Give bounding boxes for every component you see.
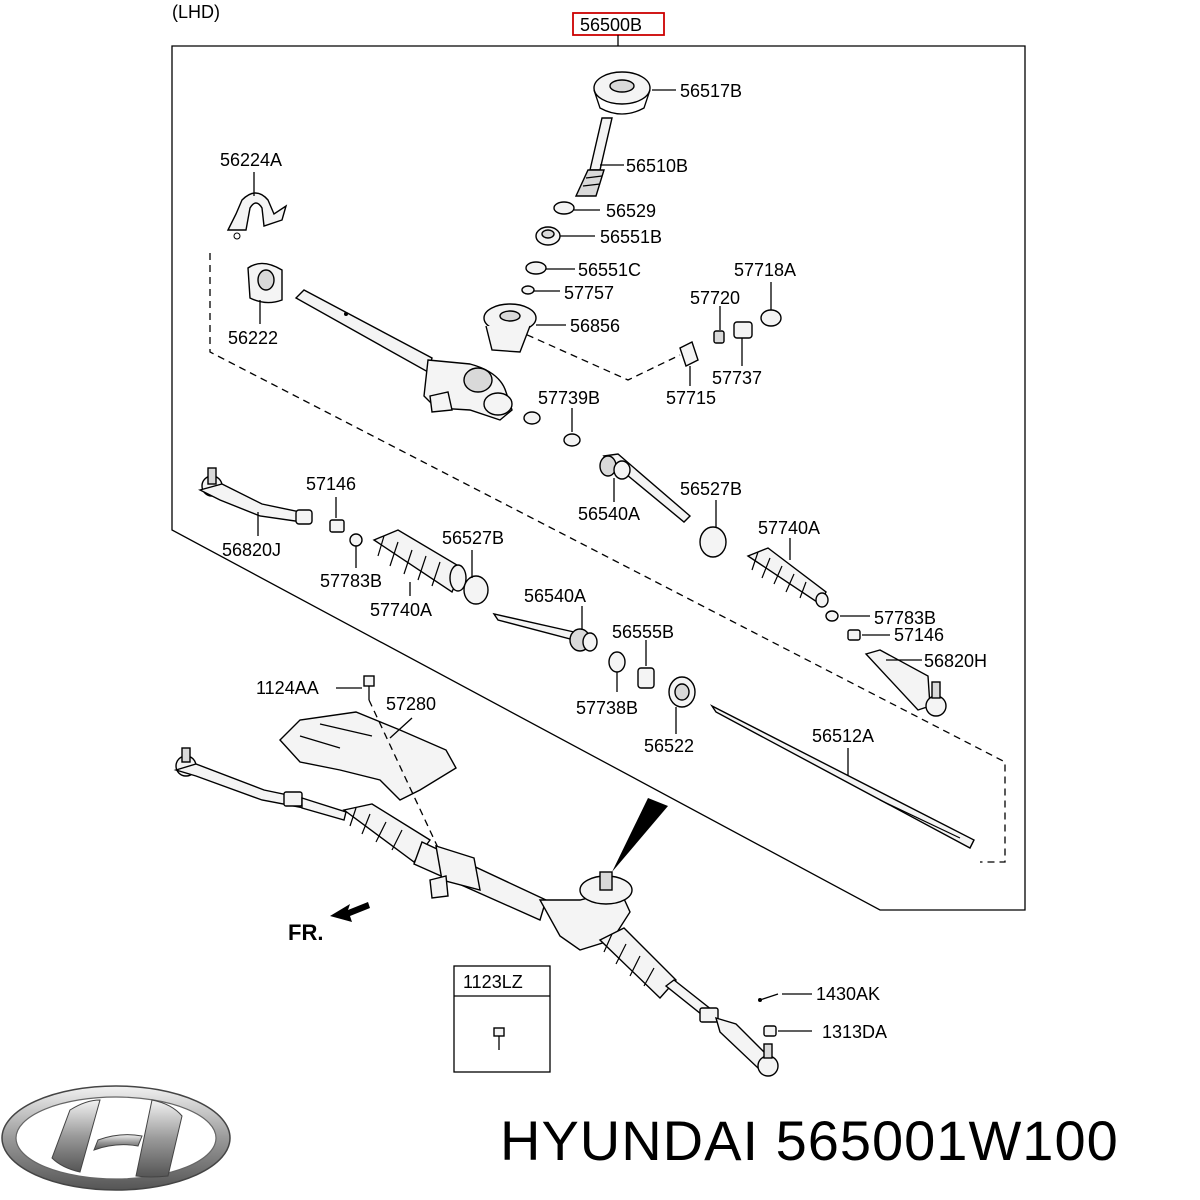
part-label-56529[interactable]: 56529 bbox=[606, 201, 656, 221]
inset-part-number[interactable]: 1123LZ bbox=[463, 972, 523, 992]
part-label-56527B-left[interactable]: 56527B bbox=[442, 528, 504, 548]
tie-rod-end-right bbox=[864, 649, 947, 717]
part-label-57740A-left[interactable]: 57740A bbox=[370, 600, 432, 620]
rack-bush bbox=[247, 262, 283, 304]
part-label-56555B[interactable]: 56555B bbox=[612, 622, 674, 642]
front-direction-arrow bbox=[330, 902, 370, 922]
part-label-57146-left[interactable]: 57146 bbox=[306, 474, 356, 494]
part-label-1430AK[interactable]: 1430AK bbox=[816, 984, 880, 1004]
subassembly-frame-dashed bbox=[209, 253, 1006, 863]
part-label-57718A[interactable]: 57718A bbox=[734, 260, 796, 280]
clamp-bracket bbox=[226, 192, 288, 240]
part-label-57739B[interactable]: 57739B bbox=[538, 388, 600, 408]
nut-right bbox=[847, 629, 861, 641]
part-label-57280[interactable]: 57280 bbox=[386, 694, 436, 714]
yoke-housing bbox=[483, 303, 537, 353]
variant-label: (LHD) bbox=[172, 2, 220, 22]
assembly-number[interactable]: 56500B bbox=[580, 15, 642, 35]
part-label-56517B[interactable]: 56517B bbox=[680, 81, 742, 101]
washer bbox=[563, 433, 581, 447]
part-label-56820H[interactable]: 56820H bbox=[924, 651, 987, 671]
mounting-bolt bbox=[363, 675, 375, 700]
stop-ring bbox=[608, 651, 626, 673]
heat-shield bbox=[279, 711, 457, 801]
steering-gear-assembly bbox=[173, 747, 779, 1077]
part-label-57720[interactable]: 57720 bbox=[690, 288, 740, 308]
part-label-1124AA[interactable]: 1124AA bbox=[256, 678, 319, 698]
pinion-seal bbox=[521, 201, 575, 295]
part-label-56522[interactable]: 56522 bbox=[644, 736, 694, 756]
castle-nut bbox=[763, 1025, 777, 1037]
part-label-57740A-right[interactable]: 57740A bbox=[758, 518, 820, 538]
lock-ring-left bbox=[349, 533, 363, 547]
yoke-plug-parts bbox=[679, 309, 782, 367]
part-label-56527B-right[interactable]: 56527B bbox=[680, 479, 742, 499]
cotter-pin bbox=[759, 993, 779, 1001]
part-label-56856[interactable]: 56856 bbox=[570, 316, 620, 336]
part-label-57146-right[interactable]: 57146 bbox=[894, 625, 944, 645]
brand-part-number: HYUNDAI 565001W100 bbox=[500, 1109, 1119, 1172]
part-label-56224A[interactable]: 56224A bbox=[220, 150, 282, 170]
part-label-56551C[interactable]: 56551C bbox=[578, 260, 641, 280]
inset-box bbox=[453, 965, 551, 1073]
lock-ring-right bbox=[825, 610, 839, 622]
subassembly-frame-dashed-inner bbox=[504, 324, 681, 381]
part-label-57737[interactable]: 57737 bbox=[712, 368, 762, 388]
pinion-cap bbox=[593, 71, 651, 115]
tie-rod-end-left bbox=[198, 467, 313, 525]
bellows-boot-right bbox=[746, 547, 829, 608]
bellows-boot-left bbox=[372, 529, 467, 594]
front-direction-label: FR. bbox=[288, 920, 323, 945]
rack-cap bbox=[523, 411, 541, 425]
inner-tie-rod-lower bbox=[492, 612, 598, 652]
part-label-1313DA[interactable]: 1313DA bbox=[822, 1022, 887, 1042]
hyundai-logo bbox=[1, 1085, 231, 1191]
nut-left bbox=[329, 519, 345, 533]
pinion-shaft bbox=[574, 117, 613, 197]
part-label-57783B-right[interactable]: 57783B bbox=[874, 608, 936, 628]
part-label-56540A-upper[interactable]: 56540A bbox=[578, 504, 640, 524]
assembly-frame bbox=[171, 45, 1026, 911]
part-label-56551B[interactable]: 56551B bbox=[600, 227, 662, 247]
rack-housing bbox=[294, 289, 513, 421]
part-label-56820J[interactable]: 56820J bbox=[222, 540, 281, 560]
part-label-56540A-lower[interactable]: 56540A bbox=[524, 586, 586, 606]
part-label-56222[interactable]: 56222 bbox=[228, 328, 278, 348]
rack-bar bbox=[709, 704, 975, 849]
part-label-57715[interactable]: 57715 bbox=[666, 388, 716, 408]
pointer-arrow bbox=[612, 798, 668, 872]
part-label-56510B[interactable]: 56510B bbox=[626, 156, 688, 176]
part-labels: 56517B 56510B 56224A 56529 56551B 56551C… bbox=[220, 81, 987, 1042]
boot-clamp-right bbox=[699, 526, 727, 558]
boot-clamp-left bbox=[463, 575, 489, 605]
part-label-57757[interactable]: 57757 bbox=[564, 283, 614, 303]
part-label-56512A[interactable]: 56512A bbox=[812, 726, 874, 746]
inner-tie-rod-upper bbox=[599, 453, 692, 523]
part-label-57738B[interactable]: 57738B bbox=[576, 698, 638, 718]
part-label-57783B-left[interactable]: 57783B bbox=[320, 571, 382, 591]
rack-bush-insert bbox=[637, 667, 655, 689]
